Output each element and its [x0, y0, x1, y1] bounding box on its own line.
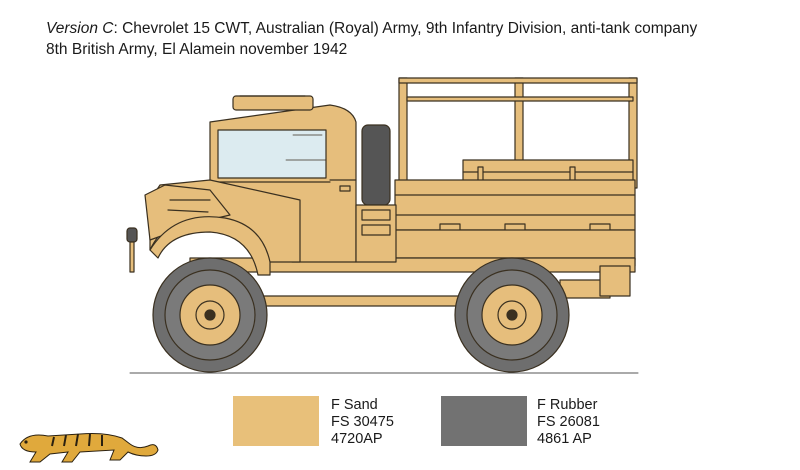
tiger-logo-icon [19, 433, 159, 463]
version-label: Version C [46, 20, 114, 37]
rubber-swatch-label: F Rubber FS 26081 4861 AP [537, 397, 600, 448]
hood [144, 179, 301, 276]
cargo-bed [394, 159, 636, 267]
caption-line-1: Version C: Chevrolet 15 CWT, Australian … [46, 18, 697, 39]
sand-name: F Sand [331, 397, 378, 413]
sand-fs-code: FS 30475 [331, 414, 394, 430]
cargo-bows [398, 77, 638, 189]
caption-title: : Chevrolet 15 CWT, Australian (Royal) A… [113, 20, 698, 37]
spare-wheel [361, 124, 391, 206]
rubber-fs-code: FS 26081 [537, 414, 600, 430]
sand-swatch [233, 396, 319, 446]
caption-line-2: 8th British Army, El Alamein november 19… [46, 41, 348, 58]
cab [209, 95, 357, 263]
rubber-name: F Rubber [537, 397, 598, 413]
sand-ap-code: 4720AP [331, 431, 383, 447]
rear-wheel [454, 257, 570, 373]
sand-swatch-label: F Sand FS 30475 4720AP [331, 397, 394, 448]
cab-rear-panel [355, 204, 397, 263]
front-lamp [126, 227, 138, 273]
rubber-ap-code: 4861 AP [537, 431, 592, 447]
rubber-swatch [441, 396, 527, 446]
caption: Version C: Chevrolet 15 CWT, Australian … [46, 18, 697, 60]
front-wheel [152, 257, 268, 373]
